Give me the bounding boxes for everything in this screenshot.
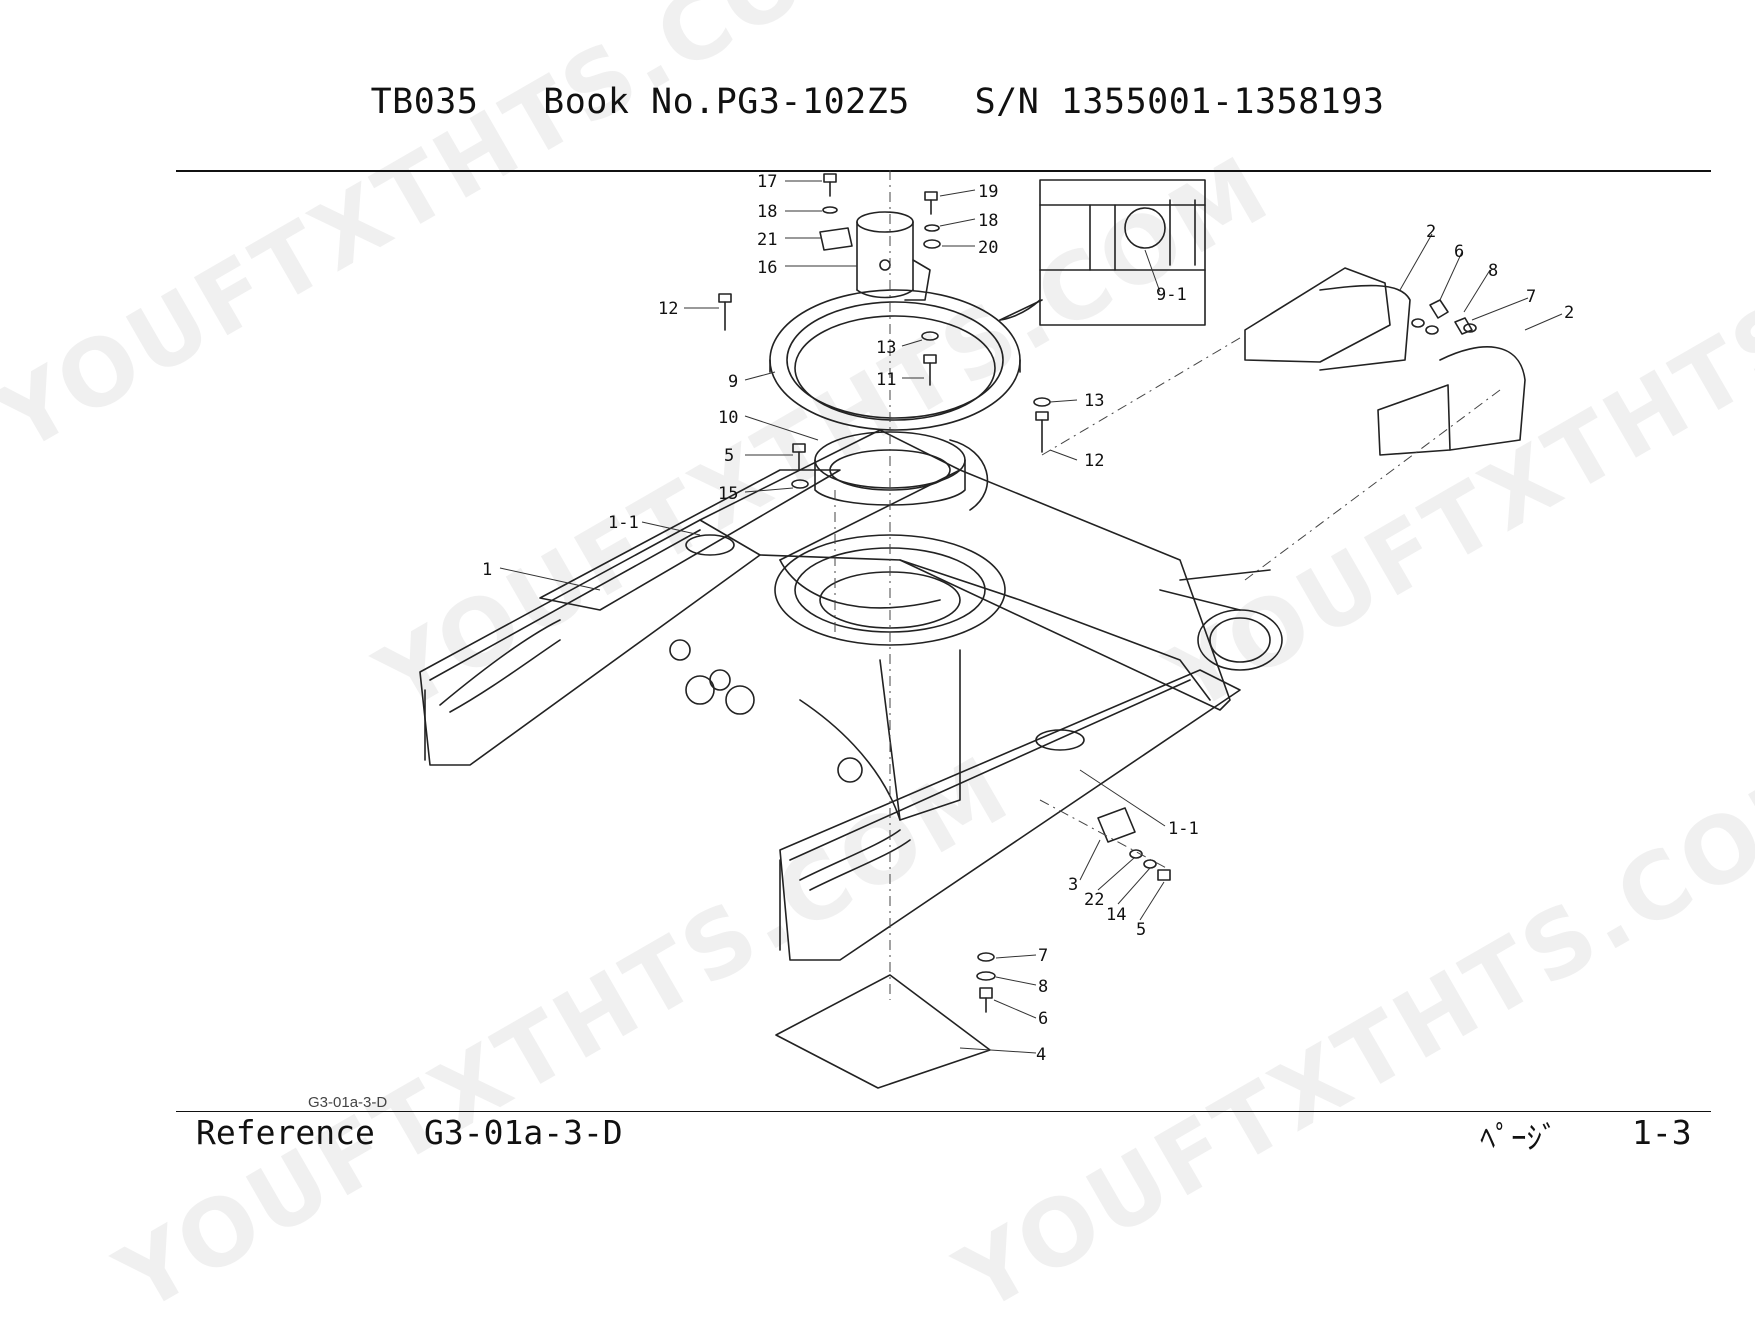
callout-7: 7 <box>1526 287 1536 307</box>
callout-16: 16 <box>757 258 777 278</box>
cover-fasteners <box>1411 299 1477 335</box>
callout-12: 12 <box>658 299 678 319</box>
callout-22: 22 <box>1084 890 1104 910</box>
callout-11: 11 <box>876 370 896 390</box>
side-cover-lower <box>1377 346 1526 456</box>
footer-divider <box>176 1111 1711 1112</box>
callout-21: 21 <box>757 230 777 250</box>
callout-2: 2 <box>1426 222 1436 242</box>
reference-small-label: G3-01a-3-D <box>308 1094 388 1111</box>
callout-13b: 13 <box>1084 391 1104 411</box>
callout-8b: 8 <box>1038 977 1048 997</box>
leader-lines <box>499 180 1563 1054</box>
callout-20: 20 <box>978 238 998 258</box>
callout-2b: 2 <box>1564 303 1574 323</box>
alignment-lines <box>834 170 1501 1000</box>
lower-frame-part <box>419 429 1283 961</box>
callout-labels: 17 18 21 16 19 18 20 12 13 11 9 10 5 15 … <box>482 172 1574 1065</box>
callout-12b: 12 <box>1084 451 1104 471</box>
callout-9-1: 9-1 <box>1156 285 1187 305</box>
callout-1-1: 1-1 <box>608 513 639 533</box>
callout-7b: 7 <box>1038 946 1048 966</box>
under-cover-plate <box>775 974 991 1089</box>
parts-exploded-diagram: 17 18 21 16 19 18 20 12 13 11 9 10 5 15 … <box>419 170 1574 1089</box>
callout-4: 4 <box>1036 1045 1046 1065</box>
callout-9: 9 <box>728 372 738 392</box>
swing-bearing-ring <box>769 289 1021 431</box>
callout-3: 3 <box>1068 875 1078 895</box>
callout-15: 15 <box>718 484 738 504</box>
detail-inset-9-1 <box>999 179 1206 326</box>
side-cover-upper <box>1244 267 1411 371</box>
reference-code: G3-01a-3-D <box>424 1113 623 1152</box>
callout-19: 19 <box>978 182 998 202</box>
header-divider <box>176 170 1711 172</box>
callout-18b: 18 <box>978 211 998 231</box>
callout-6: 6 <box>1454 242 1464 262</box>
callout-1: 1 <box>482 560 492 580</box>
page-title: TB035 Book No.PG3-102Z5 S/N 1355001-1358… <box>370 82 1385 122</box>
callout-6b: 6 <box>1038 1009 1048 1029</box>
page-number: 1-3 <box>1632 1113 1692 1152</box>
callout-10: 10 <box>718 408 738 428</box>
reference-label: Reference <box>196 1113 375 1152</box>
callout-5b: 5 <box>1136 920 1146 940</box>
page-label: ﾍﾟｰｼﾞ <box>1480 1121 1558 1157</box>
swivel-joint <box>856 211 931 301</box>
callout-13: 13 <box>876 338 896 358</box>
callout-14: 14 <box>1106 905 1126 925</box>
callout-17: 17 <box>757 172 777 192</box>
callout-18: 18 <box>757 202 777 222</box>
callout-1-1b: 1-1 <box>1168 819 1199 839</box>
callout-5: 5 <box>724 446 734 466</box>
fastener-set <box>718 173 1171 1013</box>
callout-8: 8 <box>1488 261 1498 281</box>
